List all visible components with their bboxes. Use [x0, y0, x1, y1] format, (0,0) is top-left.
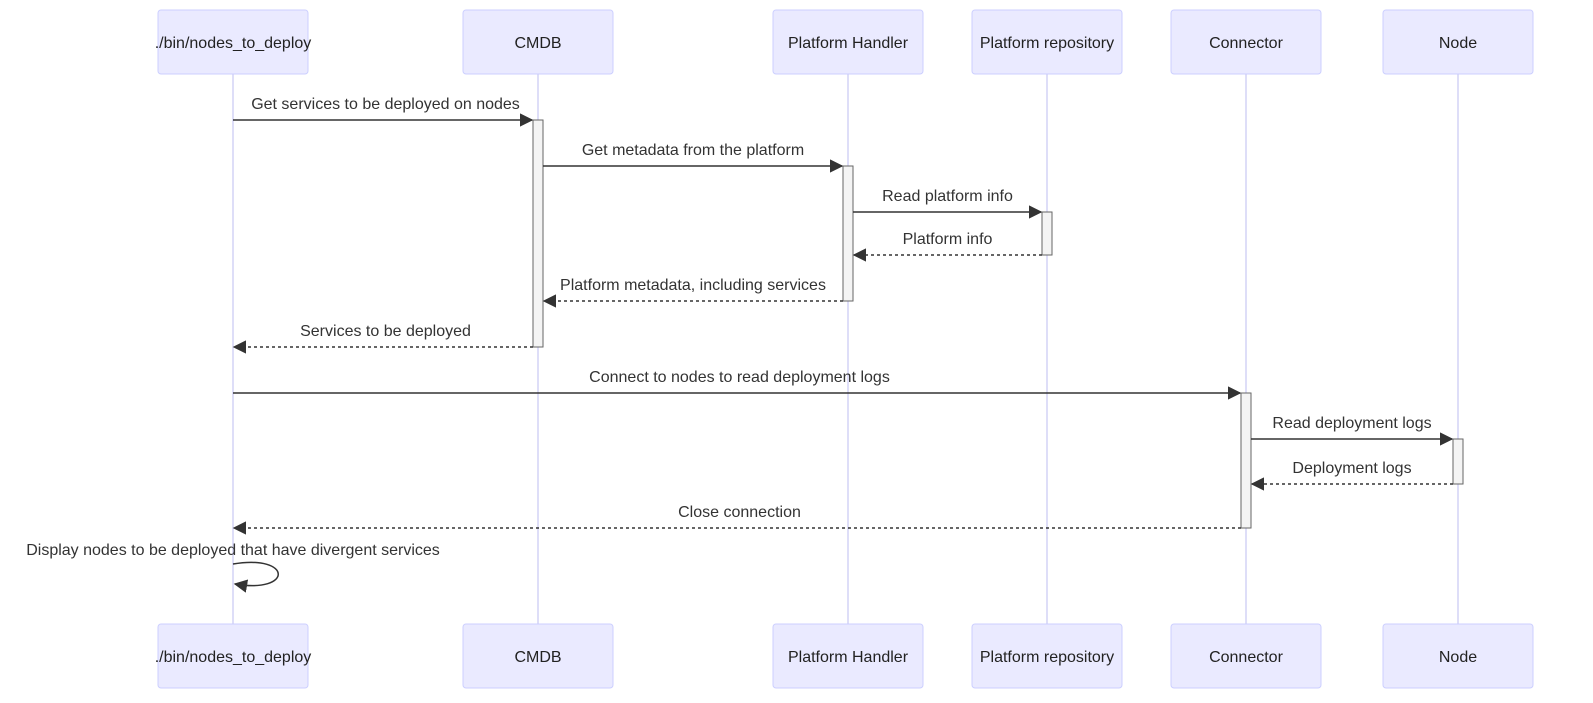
message-label: Connect to nodes to read deployment logs: [589, 369, 890, 386]
actor-box: [772, 9, 924, 75]
activation-bar-connector: [1240, 392, 1252, 529]
actor-platform_repository-top: Platform repository: [971, 9, 1123, 75]
actor-box: [157, 9, 309, 75]
activation-bar-cmdb: [532, 119, 544, 348]
message-label: Display nodes to be deployed that have d…: [26, 542, 440, 559]
actor-box: [157, 623, 309, 689]
actor-node-top: Node: [1382, 9, 1534, 75]
actor-box: [971, 9, 1123, 75]
actor-platform_handler-bottom: Platform Handler: [772, 623, 924, 689]
actors-bottom: ./bin/nodes_to_deploy CMDB Platform Handle…: [155, 623, 1534, 689]
self-message-arrow: [232, 561, 279, 593]
actor-label: ./bin/nodes_to_deploy: [155, 649, 312, 666]
message-5: Services to be deployed: [232, 323, 533, 354]
message-label: Services to be deployed: [300, 323, 471, 340]
activation-bar-node: [1452, 438, 1464, 485]
activation-bar-platform_repository: [1041, 211, 1053, 256]
actor-box: [1170, 623, 1322, 689]
message-label: Close connection: [678, 504, 801, 521]
actor-label: Node: [1439, 649, 1477, 666]
actor-label: ./bin/nodes_to_deploy: [155, 35, 312, 52]
actor-connector-bottom: Connector: [1170, 623, 1322, 689]
actor-label: Platform Handler: [788, 35, 909, 52]
activation-bar-platform_handler: [842, 165, 854, 302]
actor-node-bottom: Node: [1382, 623, 1534, 689]
actor-nodes_to_deploy-bottom: ./bin/nodes_to_deploy: [155, 623, 312, 689]
message-label: Get services to be deployed on nodes: [251, 96, 520, 113]
message-9: Close connection: [232, 504, 1241, 535]
actor-platform_repository-bottom: Platform repository: [971, 623, 1123, 689]
message-7: Read deployment logs: [1251, 415, 1454, 446]
actor-cmdb-top: CMDB: [462, 9, 614, 75]
actor-connector-top: Connector: [1170, 9, 1322, 75]
actor-box: [462, 623, 614, 689]
activation-bars: [532, 119, 1464, 529]
actor-nodes_to_deploy-top: ./bin/nodes_to_deploy: [155, 9, 312, 75]
actor-box: [1170, 9, 1322, 75]
message-8: Deployment logs: [1250, 460, 1453, 491]
actor-label: CMDB: [514, 35, 561, 52]
actor-box: [1382, 623, 1534, 689]
actor-box: [971, 623, 1123, 689]
actor-box: [1382, 9, 1534, 75]
message-3: Platform info: [852, 231, 1042, 262]
message-label: Read deployment logs: [1272, 415, 1431, 432]
actor-label: Node: [1439, 35, 1477, 52]
actor-label: Connector: [1209, 35, 1283, 52]
message-0: Get services to be deployed on nodes: [233, 96, 534, 127]
actor-box: [462, 9, 614, 75]
message-label: Get metadata from the platform: [582, 142, 804, 159]
message-label: Platform metadata, including services: [560, 277, 826, 294]
actor-cmdb-bottom: CMDB: [462, 623, 614, 689]
actor-platform_handler-top: Platform Handler: [772, 9, 924, 75]
message-10: Display nodes to be deployed that have d…: [26, 542, 440, 593]
message-4: Platform metadata, including services: [542, 277, 843, 308]
message-1: Get metadata from the platform: [543, 142, 844, 173]
actor-label: CMDB: [514, 649, 561, 666]
messages: Get services to be deployed on nodesGet …: [26, 96, 1454, 593]
actor-label: Connector: [1209, 649, 1283, 666]
message-6: Connect to nodes to read deployment logs: [233, 369, 1242, 400]
actor-label: Platform repository: [980, 649, 1114, 666]
message-label: Read platform info: [882, 188, 1013, 205]
actor-label: Platform Handler: [788, 649, 909, 666]
message-2: Read platform info: [853, 188, 1043, 219]
actors-top: ./bin/nodes_to_deploy CMDB Platform Handle…: [155, 9, 1534, 75]
message-label: Deployment logs: [1292, 460, 1411, 477]
actor-label: Platform repository: [980, 35, 1114, 52]
actor-box: [772, 623, 924, 689]
message-label: Platform info: [903, 231, 993, 248]
